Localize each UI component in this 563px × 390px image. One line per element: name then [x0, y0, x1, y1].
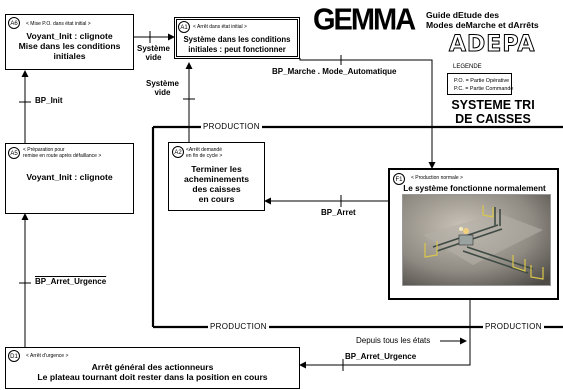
- state-d1-text: Arrêt général des actionneurs Le plateau…: [37, 362, 268, 382]
- state-a2-text: Terminer les acheminements des caisses e…: [184, 164, 249, 204]
- production-line-photo: [402, 194, 551, 286]
- state-f1-id: F1: [393, 173, 405, 185]
- state-a6-tag: < Mise P.O. dans état initial >: [26, 21, 91, 27]
- state-f1-text: Le système fonctionne normalement: [403, 184, 546, 193]
- state-a5-text: Voyant_Init : clignote: [26, 172, 113, 182]
- state-d1-tag: < Arrêt d'urgence >: [26, 353, 69, 359]
- arrow-depuis-d1: [299, 300, 471, 369]
- production-label-mid: PRODUCTION: [208, 322, 269, 331]
- state-a5-tag: < Préparation pour remise en route après…: [23, 147, 102, 159]
- legend-pc: P.C. = Partie Commande: [454, 86, 514, 92]
- state-a1: A1 < Arrêt dans état initial > Système d…: [174, 17, 300, 59]
- state-f1-tag: < Production normale >: [411, 175, 463, 181]
- gemma-subtitle: Guide dEtude des Modes deMarche et dArrê…: [426, 10, 539, 30]
- state-a2-tag: <Arrêt demandé en fin de cycle >: [186, 147, 223, 159]
- state-a1-tag: < Arrêt dans état initial >: [193, 24, 247, 30]
- gemma-title: GEMMA: [313, 3, 416, 37]
- state-a2-id: A2: [172, 146, 184, 158]
- system-title: SYSTEME TRI DE CAISSES: [451, 98, 535, 126]
- state-d1-id: D1: [8, 350, 20, 362]
- adepa-logo: ADEPA: [448, 32, 536, 58]
- transition-bp-marche: BP_Marche . Mode_Automatique: [272, 67, 397, 76]
- state-a6: A6 < Mise P.O. dans état initial > Voyan…: [5, 14, 134, 70]
- legend-title: LEGENDE: [453, 64, 482, 70]
- transition-systeme-vide-1: Système vide: [137, 44, 170, 62]
- state-d1: D1 < Arrêt d'urgence > Arrêt général des…: [5, 347, 300, 389]
- transition-systeme-vide-2: Système vide: [146, 79, 179, 97]
- state-a5-id: A5: [8, 147, 20, 159]
- production-label-right: PRODUCTION: [483, 322, 544, 331]
- transition-bp-arret-urgence-neg: BP_Arret_Urgence: [35, 277, 107, 286]
- production-label-top: PRODUCTION: [201, 122, 262, 131]
- transition-bp-init: BP_Init: [35, 96, 63, 105]
- legend-box: P.O. = Partie Opérative P.C. = Partie Co…: [447, 73, 514, 95]
- arrow-a1-f1: [299, 58, 436, 169]
- state-a6-text: Voyant_Init : clignote Mise dans les con…: [18, 31, 121, 61]
- legend-po: P.O. = Partie Opérative: [454, 78, 510, 84]
- transition-bp-arret-urgence: BP_Arret_Urgence: [345, 352, 417, 361]
- production-line-image: [403, 195, 550, 285]
- transition-depuis-tous-les-etats: Depuis tous les états: [356, 336, 431, 345]
- transition-bp-arret: BP_Arret: [321, 208, 356, 217]
- state-a1-text: Système dans les conditions initiales : …: [183, 35, 291, 54]
- state-a1-id: A1: [178, 21, 190, 33]
- state-a6-id: A6: [8, 17, 20, 29]
- state-a5: A5 < Préparation pour remise en route ap…: [5, 143, 134, 214]
- state-a2: A2 <Arrêt demandé en fin de cycle > Term…: [168, 142, 265, 211]
